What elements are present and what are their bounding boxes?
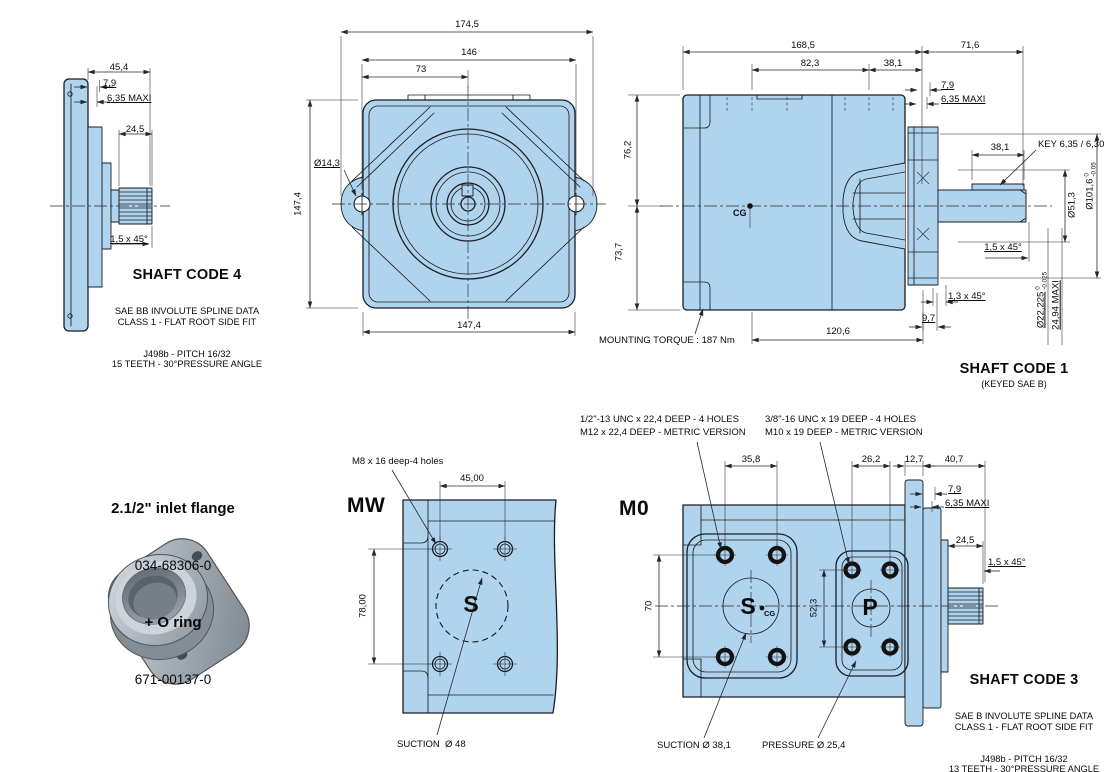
m0-port-s-label: S [740, 593, 756, 620]
dim-front-bolt-spacing: 146 [461, 47, 477, 58]
m0-pressure-note: PRESSURE Ø 25,4 [762, 740, 846, 751]
dim-side-pilot-dia: Ø101,6 0-0.05 [1083, 162, 1097, 210]
dim-front-hole-dia: Ø14,3 [314, 158, 340, 169]
m0-port-p-label: P [862, 594, 878, 621]
dim-side-step: 7,9 [941, 80, 955, 91]
dim-m0-shaft-length: 40,7 [944, 454, 964, 465]
dim-m0-p-hole-spacing-h: 26,2 [861, 454, 881, 465]
dim-side-shaft-chamfer: 1,5 x 45° [984, 242, 1022, 253]
dim-front-half-spacing: 73 [415, 64, 427, 75]
dim-side-base-length: 120,6 [826, 326, 850, 337]
dim-m0-spline-length: 24,5 [955, 535, 975, 546]
mw-view [368, 469, 558, 736]
dim-side-rear-offset: 38,1 [883, 58, 903, 69]
inlet-flange-part-block: 2.1/2" inlet flange 034-68306-0 + O ring… [111, 461, 235, 727]
mounting-torque-note: MOUNTING TORQUE : 187 Nm [599, 335, 735, 346]
m0-suction-note: SUCTION Ø 38,1 [657, 740, 731, 751]
side-view [628, 46, 1101, 345]
dim-mw-hole-spacing-v: 78,00 [357, 594, 369, 618]
dim-side-upper-half: 76,2 [622, 140, 634, 160]
dim-side-shaft-end-length: 71,6 [960, 40, 980, 51]
dim-mw-hole-spacing-h: 45,00 [460, 473, 484, 484]
m0-suction-holes-unc-note: 1/2"-13 UNC x 22,4 DEEP - 4 HOLES [580, 414, 739, 425]
cg-label-m0: CG [764, 609, 776, 618]
dim-shaft4-pilot-step: 7,9 [103, 78, 117, 89]
m0-pressure-holes-metric-note: M10 x 19 DEEP - METRIC VERSION [765, 427, 923, 438]
shaft-code-1-subtitle: (KEYED SAE B) [981, 379, 1047, 389]
dim-front-body-width: 147,4 [457, 320, 481, 331]
shaft-code-4-view [50, 68, 170, 332]
dim-side-washer-max: 6,35 MAXI [941, 94, 986, 105]
mw-port-s-label: S [463, 591, 479, 618]
dim-m0-step: 7,9 [948, 484, 962, 495]
dim-front-overall-width: 174,5 [455, 19, 479, 30]
mw-view-label: MW [347, 494, 386, 517]
cg-label-side: CG [733, 208, 747, 218]
dim-side-pilot-chamfer: 1,3 x 45° [948, 291, 986, 302]
front-view [306, 29, 606, 336]
dim-m0-chamfer: 1,5 x 45° [988, 557, 1026, 568]
dim-m0-s-hole-spacing-v: 70 [643, 600, 655, 612]
dim-m0-washer-max: 6,35 MAXI [945, 498, 990, 509]
dim-side-keyed-shaft-dia: Ø22,225 0-0.025 [1034, 271, 1048, 329]
dim-shaft4-overall-length: 45,4 [109, 62, 129, 73]
oring-label: + O ring [144, 614, 202, 631]
shaft-code-3-title: SHAFT CODE 3 [969, 672, 1079, 688]
dim-m0-flange-thickness: 12,7 [904, 454, 924, 465]
dim-side-body-length: 168,5 [791, 40, 815, 51]
inlet-flange-3d-image [107, 538, 250, 685]
shaft-code-4-title: SHAFT CODE 4 [132, 267, 242, 283]
dim-side-lower-half: 73,7 [613, 242, 625, 262]
key-note: KEY 6,35 / 6,30 [1038, 139, 1105, 150]
mw-holes-note: M8 x 16 deep-4 holes [352, 456, 444, 467]
shaft-code-1-title: SHAFT CODE 1 [959, 361, 1069, 377]
dim-shaft4-chamfer: 1,5 x 45° [110, 234, 148, 245]
dim-side-shaft-dia: Ø51,3 [1066, 192, 1078, 218]
dim-shaft4-spline-length: 24,5 [125, 124, 145, 135]
m0-view-label: M0 [619, 497, 650, 520]
oring-part-number: 671-00137-0 [134, 672, 212, 687]
mw-suction-note: SUCTION Ø 48 [397, 739, 466, 750]
m0-pressure-holes-unc-note: 3/8"-16 UNC x 19 DEEP - 4 HOLES [765, 414, 917, 425]
inlet-flange-part-number: 034-68306-0 [134, 558, 212, 573]
dim-side-key-length: 38,1 [990, 142, 1010, 153]
m0-view [653, 441, 1000, 739]
dim-side-foot-depth: 9,7 [922, 313, 936, 324]
dim-m0-p-hole-spacing-v: 52,3 [808, 598, 820, 618]
dim-m0-s-hole-spacing-h: 35,8 [741, 454, 761, 465]
dim-shaft4-washer-max: 6,35 MAXI [107, 93, 152, 104]
m0-suction-holes-metric-note: M12 x 22,4 DEEP - METRIC VERSION [580, 427, 746, 438]
inlet-flange-title: 2.1/2" inlet flange [111, 500, 235, 517]
dim-front-overall-height: 147,4 [292, 192, 304, 216]
dim-side-port-position: 82,3 [800, 58, 820, 69]
dim-side-key-height-max: 24,94 MAXI [1050, 280, 1062, 330]
